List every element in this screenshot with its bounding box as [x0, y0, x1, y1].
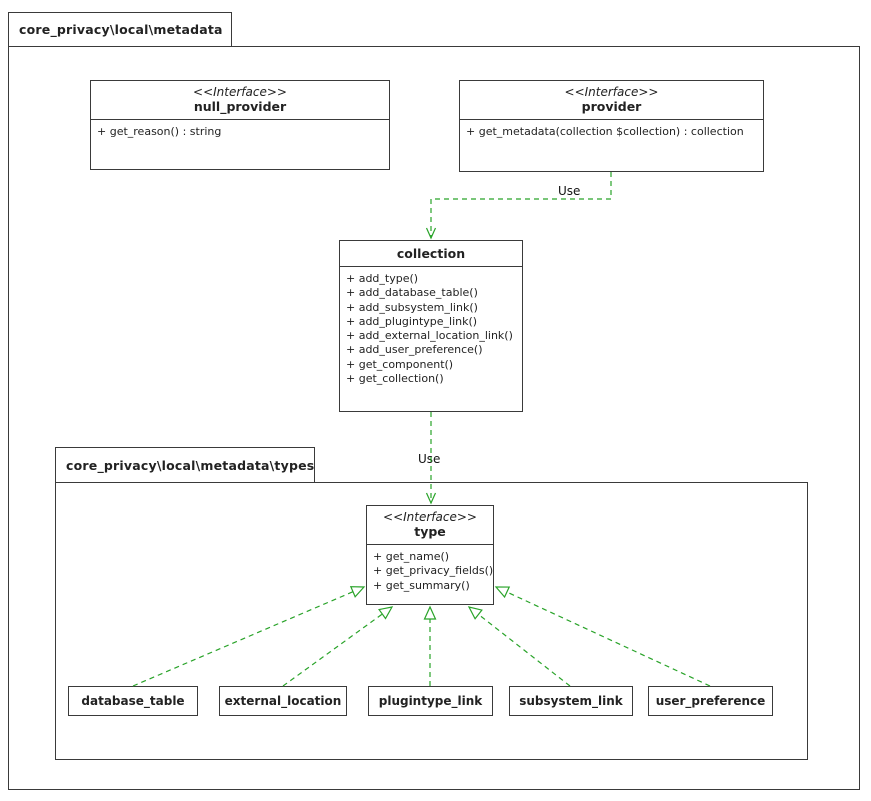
- class-body: + get_name() + get_privacy_fields() + ge…: [367, 545, 493, 598]
- class-external-location: external_location: [219, 686, 347, 716]
- inner-package-tab: core_privacy\local\metadata\types: [55, 447, 315, 483]
- class-user-preference: user_preference: [648, 686, 773, 716]
- provider-name: provider: [581, 99, 642, 114]
- class-null-provider: <<Interface>> null_provider + get_reason…: [90, 80, 390, 170]
- database-table-name: database_table: [81, 694, 185, 708]
- method-add-user-preference: + add_user_preference(): [346, 343, 483, 357]
- method-get-metadata: + get_metadata(collection $collection) :…: [466, 125, 744, 138]
- collection-name: collection: [396, 246, 466, 261]
- null-provider-stereotype: <<Interface>>: [193, 85, 287, 99]
- method-add-database-table: + add_database_table(): [346, 286, 478, 300]
- plugintype-link-name: plugintype_link: [378, 694, 483, 708]
- null-provider-name: null_provider: [193, 99, 287, 114]
- class-body: + add_type() + add_database_table() + ad…: [340, 267, 522, 391]
- method-get-privacy-fields: + get_privacy_fields(): [373, 564, 494, 578]
- method-get-name: + get_name(): [373, 550, 450, 563]
- outer-package-tab: core_privacy\local\metadata: [8, 12, 232, 47]
- class-header: <<Interface>> null_provider: [91, 81, 389, 120]
- class-body: + get_reason() : string: [91, 120, 389, 144]
- outer-package-frame: [8, 46, 860, 790]
- provider-stereotype: <<Interface>>: [564, 85, 659, 99]
- use-label-collection-type: Use: [418, 452, 441, 466]
- method-get-collection: + get_collection(): [346, 372, 444, 386]
- type-stereotype: <<Interface>>: [383, 510, 477, 524]
- external-location-name: external_location: [224, 694, 342, 708]
- class-header: collection: [340, 241, 522, 267]
- method-add-subsystem-link: + add_subsystem_link(): [346, 300, 478, 314]
- method-get-summary: + get_summary(): [373, 578, 470, 592]
- class-collection: collection + add_type() + add_database_t…: [339, 240, 523, 412]
- class-header: <<Interface>> type: [367, 506, 493, 545]
- outer-package-label: core_privacy\local\metadata: [19, 22, 223, 37]
- class-provider: <<Interface>> provider + get_metadata(co…: [459, 80, 764, 172]
- use-label-provider-collection: Use: [558, 184, 581, 198]
- subsystem-link-name: subsystem_link: [519, 694, 623, 708]
- class-plugintype-link: plugintype_link: [368, 686, 493, 716]
- method-get-component: + get_component(): [346, 357, 454, 371]
- method-get-reason: + get_reason() : string: [97, 125, 222, 138]
- user-preference-name: user_preference: [655, 694, 766, 708]
- class-subsystem-link: subsystem_link: [509, 686, 633, 716]
- class-header: <<Interface>> provider: [460, 81, 763, 120]
- method-add-type: + add_type(): [346, 272, 419, 285]
- type-name: type: [414, 524, 446, 539]
- class-body: + get_metadata(collection $collection) :…: [460, 120, 763, 144]
- class-database-table: database_table: [68, 686, 198, 716]
- method-add-external-location-link: + add_external_location_link(): [346, 329, 513, 343]
- method-add-plugintype-link: + add_plugintype_link(): [346, 314, 478, 328]
- class-type: <<Interface>> type + get_name() + get_pr…: [366, 505, 494, 605]
- inner-package-label: core_privacy\local\metadata\types: [66, 457, 315, 473]
